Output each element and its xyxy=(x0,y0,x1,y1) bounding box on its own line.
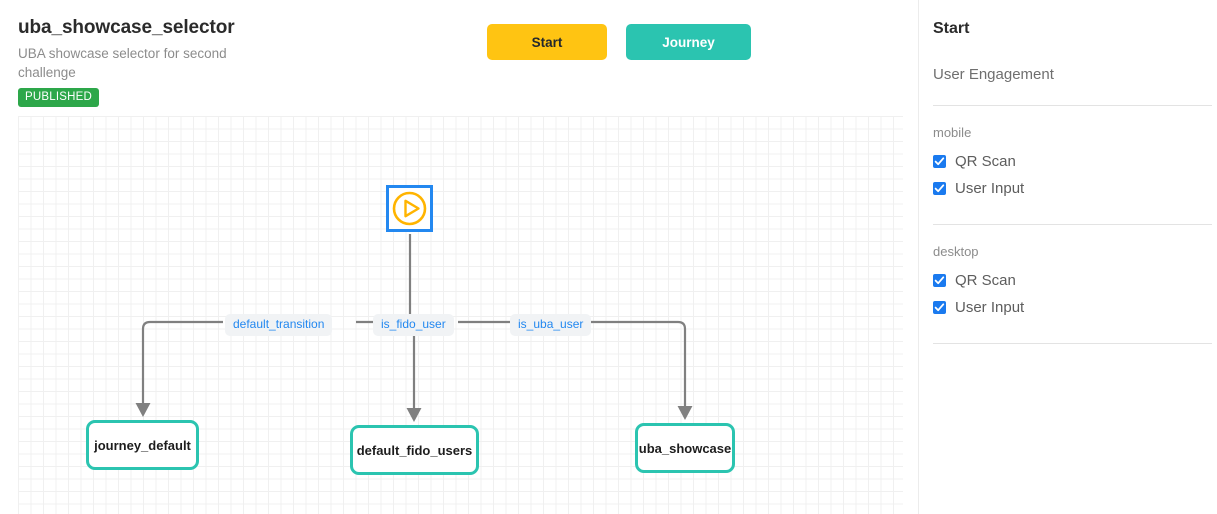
checkbox-row-desktop-qr-scan[interactable]: QR Scan xyxy=(933,267,1211,294)
group-label-desktop: desktop xyxy=(933,244,979,259)
flow-description: UBA showcase selector for second challen… xyxy=(18,46,227,80)
flow-edges xyxy=(135,234,693,423)
checkbox-mobile-user-input[interactable] xyxy=(933,182,946,195)
journey-button[interactable]: Journey xyxy=(626,24,751,60)
top-action-buttons: Start Journey xyxy=(487,24,751,60)
check-icon xyxy=(934,184,945,193)
node-journey-default[interactable]: journey_default xyxy=(86,420,199,470)
check-icon xyxy=(934,303,945,312)
play-circle-icon xyxy=(392,191,427,226)
checkbox-label-desktop-user-input: User Input xyxy=(955,299,1025,316)
flow-editor-main: uba_showcase_selector UBA showcase selec… xyxy=(18,16,903,514)
edge-label-is-uba-user[interactable]: is_uba_user xyxy=(510,314,592,336)
page-title: uba_showcase_selector xyxy=(18,17,235,38)
check-icon xyxy=(934,157,945,166)
sidebar-divider xyxy=(933,105,1212,106)
checkbox-label-mobile-user-input: User Input xyxy=(955,180,1025,197)
flow-meta-block: uba_showcase_selector UBA showcase selec… xyxy=(18,16,438,107)
checkbox-row-mobile-qr-scan[interactable]: QR Scan xyxy=(933,148,1211,175)
sidebar-divider xyxy=(933,224,1212,225)
checkbox-mobile-qr-scan[interactable] xyxy=(933,155,946,168)
checkbox-row-desktop-user-input[interactable]: User Input xyxy=(933,294,1211,321)
checkbox-desktop-qr-scan[interactable] xyxy=(933,274,946,287)
node-default-fido-users[interactable]: default_fido_users xyxy=(350,425,479,475)
sidebar-description: User Engagement xyxy=(933,66,1054,83)
check-icon xyxy=(934,276,945,285)
start-button[interactable]: Start xyxy=(487,24,607,60)
sidebar-divider xyxy=(933,343,1212,344)
checkbox-row-mobile-user-input[interactable]: User Input xyxy=(933,175,1211,202)
sidebar-title: Start xyxy=(933,20,970,37)
checkbox-label-mobile-qr-scan: QR Scan xyxy=(955,153,1016,170)
checkbox-desktop-user-input[interactable] xyxy=(933,301,946,314)
node-uba-showcase[interactable]: uba_showcase xyxy=(635,423,735,473)
start-node[interactable] xyxy=(386,185,433,232)
status-badge: PUBLISHED xyxy=(18,88,99,107)
group-label-mobile: mobile xyxy=(933,125,972,140)
edge-label-is-fido-user[interactable]: is_fido_user xyxy=(373,314,454,336)
edge-label-default-transition[interactable]: default_transition xyxy=(225,314,333,336)
flow-canvas[interactable]: default_transition is_fido_user is_uba_u… xyxy=(18,116,903,514)
checkbox-label-desktop-qr-scan: QR Scan xyxy=(955,272,1016,289)
properties-sidebar: Start User Engagement mobile QR Scan Use… xyxy=(918,0,1217,514)
